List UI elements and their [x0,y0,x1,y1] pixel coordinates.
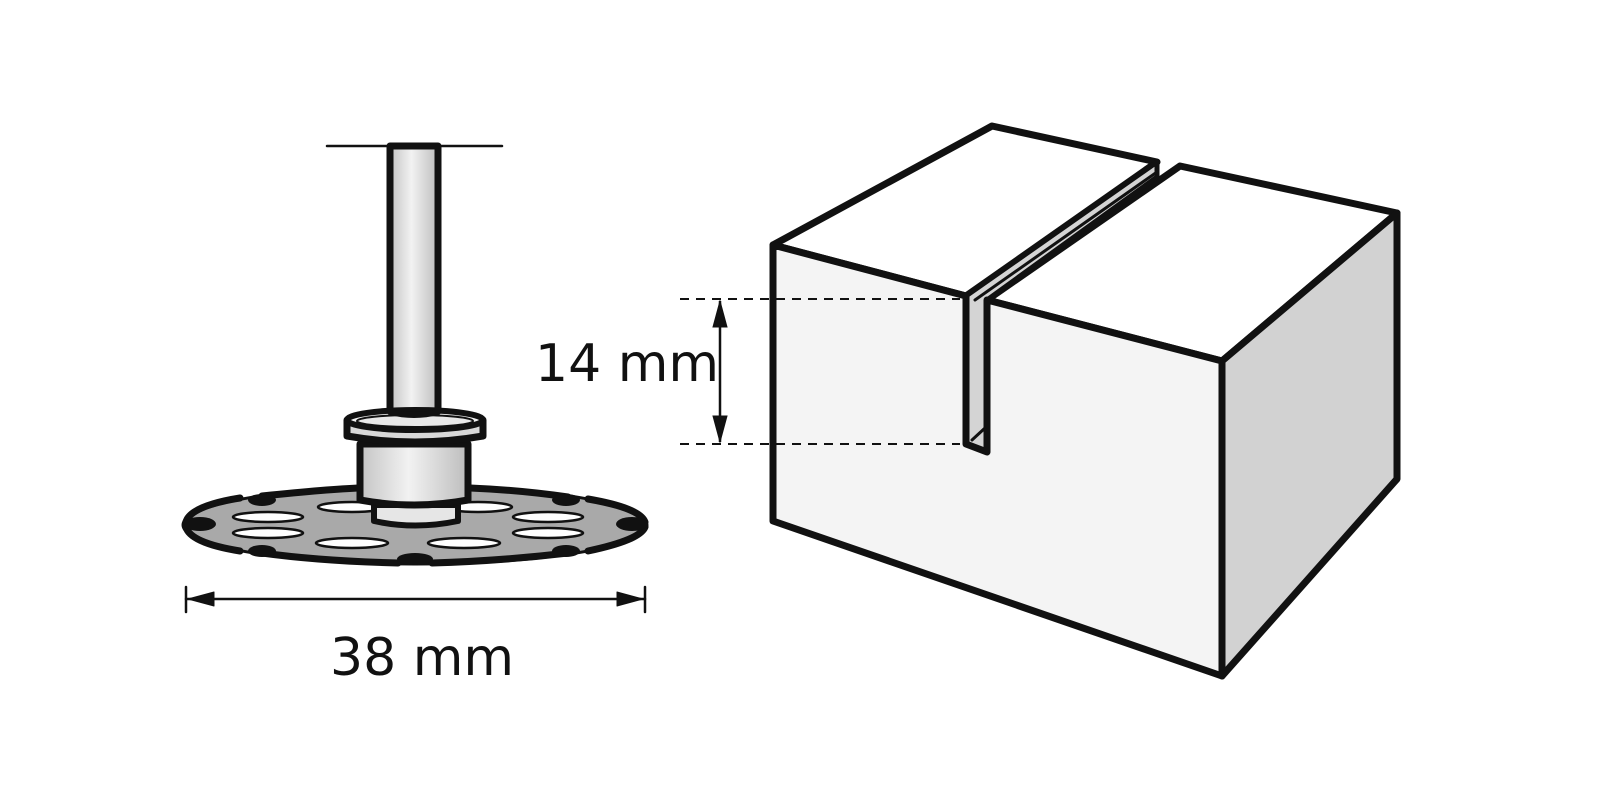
disc-notches [184,494,648,565]
hub-body [356,440,472,509]
shank [386,142,442,418]
groove-inner-bottom [970,426,987,442]
lower-washer [371,502,461,529]
height-arrow-top [712,299,728,328]
height-dimension [680,298,960,445]
disc-rim-segments [182,484,649,567]
height-arrow-bottom [712,415,728,444]
height-dimension-label: 14 mm [535,334,720,394]
lower-washer-body [371,502,461,529]
block-front [769,241,1226,680]
diameter-arrow-right [616,591,644,607]
diameter-dimension-label: 38 mm [330,628,515,688]
diameter-dimension [184,585,647,614]
block-side [1218,209,1401,680]
cutting-wheel-tool [181,142,649,614]
shank-base [387,409,441,418]
mandrel-hub [356,440,472,509]
grooved-block [769,122,1401,680]
diameter-arrow-left [187,591,215,607]
groove-inner-line [973,170,1159,302]
hub-cap [343,407,487,446]
hub-bottom-rim [358,498,470,508]
